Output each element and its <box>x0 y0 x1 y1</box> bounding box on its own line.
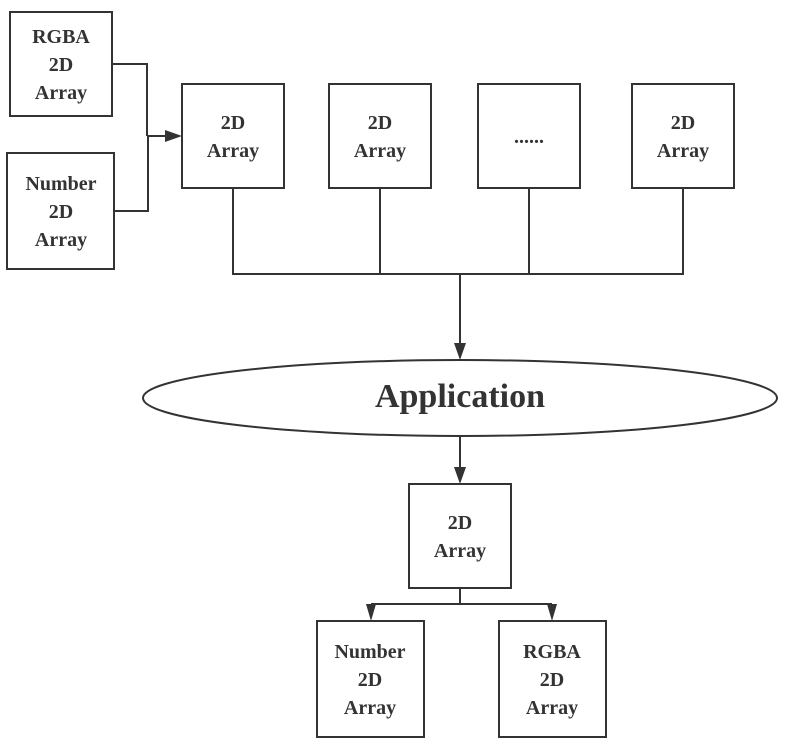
input-rgba-node: RGBA 2D Array <box>9 11 113 117</box>
input-number-line-2: 2D <box>49 201 73 223</box>
output-number-line-1: Number <box>334 641 405 663</box>
connector-arrays-bus <box>232 188 684 275</box>
output-rgba-box <box>498 620 607 738</box>
output-rgba-line-3: Array <box>526 697 578 719</box>
input-number-box <box>6 152 115 270</box>
result-node: 2D Array <box>408 483 512 589</box>
result-line-1: 2D <box>448 512 472 534</box>
array-2-line-2: Array <box>354 140 406 162</box>
input-rgba-box <box>9 11 113 117</box>
array-box-ellipsis <box>477 83 581 189</box>
array-node-1: 2D Array <box>181 83 285 189</box>
array-box-1 <box>181 83 285 189</box>
input-rgba-line-1: RGBA <box>32 26 90 48</box>
input-number-line-3: Array <box>35 229 87 251</box>
input-number-node: Number 2D Array <box>6 152 115 270</box>
array-node-ellipsis: ...... <box>477 83 581 189</box>
input-number-line-1: Number <box>25 173 96 195</box>
application-ellipse <box>142 359 778 437</box>
array-2-line-1: 2D <box>368 112 392 134</box>
output-number-node: Number 2D Array <box>316 620 425 738</box>
array-node-2: 2D Array <box>328 83 432 189</box>
output-rgba-line-2: 2D <box>540 669 564 691</box>
array-1-line-1: 2D <box>221 112 245 134</box>
output-number-line-3: Array <box>344 697 396 719</box>
connectors <box>113 63 684 621</box>
svg-text:......: ...... <box>514 126 544 148</box>
array-4-line-1: 2D <box>671 112 695 134</box>
output-number-box <box>316 620 425 738</box>
connector-rgba-to-merge <box>113 63 148 136</box>
array-box-4 <box>631 83 735 189</box>
connector-number-to-merge <box>115 136 149 212</box>
input-rgba-line-3: Array <box>35 82 87 104</box>
application-node: Application <box>142 359 778 437</box>
input-rgba-line-2: 2D <box>49 54 73 76</box>
array-ellipsis-text: ...... <box>514 126 544 148</box>
output-rgba-node: RGBA 2D Array <box>498 620 607 738</box>
application-label: Application <box>375 378 545 415</box>
output-rgba-line-1: RGBA <box>523 641 581 663</box>
array-box-2 <box>328 83 432 189</box>
arrow-to-output-number <box>366 604 376 621</box>
output-number-line-2: 2D <box>358 669 382 691</box>
arrow-to-application <box>454 343 466 360</box>
arrow-to-result <box>454 467 466 484</box>
result-box <box>408 483 512 589</box>
arrow-to-array-1 <box>165 130 182 142</box>
result-line-2: Array <box>434 540 486 562</box>
array-1-line-2: Array <box>207 140 259 162</box>
connector-result-split <box>370 588 553 608</box>
array-4-line-2: Array <box>657 140 709 162</box>
arrow-to-output-rgba <box>547 604 557 621</box>
array-node-4: 2D Array <box>631 83 735 189</box>
